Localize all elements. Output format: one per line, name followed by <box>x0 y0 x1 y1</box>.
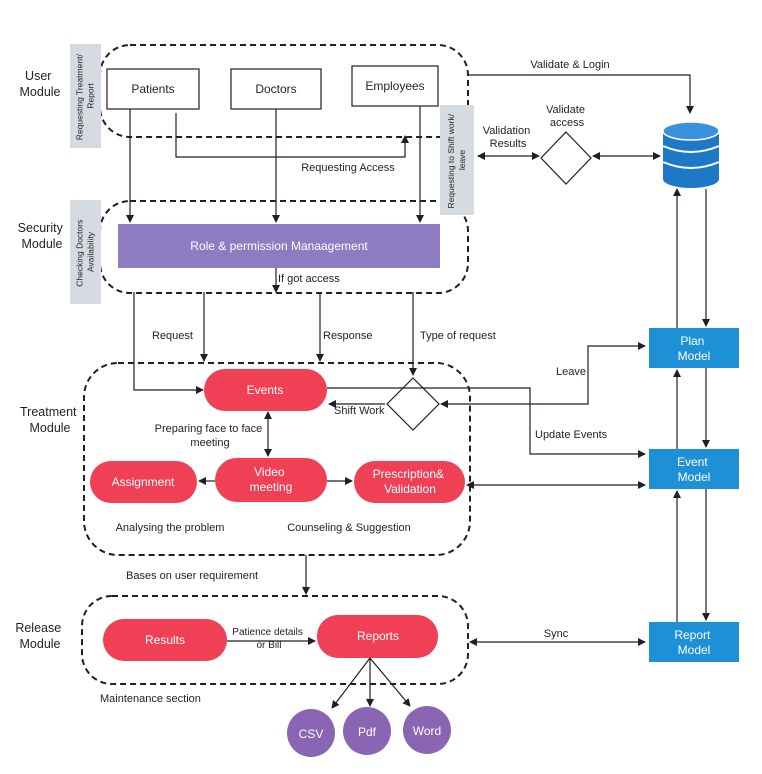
reports-to-csv-arrow <box>331 657 371 709</box>
request-label: Request <box>152 330 193 342</box>
video-meeting-label: Video meeting <box>250 465 293 494</box>
doctors-label: Doctors <box>255 82 296 96</box>
validate-access-label: Validate access <box>546 104 588 129</box>
word-output[interactable] <box>403 706 451 754</box>
type-of-request-label: Type of request <box>420 330 496 342</box>
event-model-label: Event Model <box>677 455 711 484</box>
role-permission-bar[interactable] <box>118 224 440 268</box>
prescription-node[interactable] <box>354 461 465 503</box>
treatment-module-label: Treatment Module <box>20 405 80 435</box>
user-module-label: User Module <box>20 69 61 99</box>
results-node[interactable] <box>103 619 227 661</box>
leave-arrow <box>440 342 646 408</box>
shift-work-label: Shift Work <box>334 405 385 417</box>
sync-label: Sync <box>544 628 569 640</box>
video-meeting-node[interactable] <box>215 458 327 502</box>
employees-label: Employees <box>365 79 424 93</box>
reports-to-word-arrow <box>369 657 411 707</box>
events-label: Events <box>247 383 284 397</box>
csv-label: CSV <box>299 727 324 741</box>
maintenance-label: Maintenance section <box>100 693 201 705</box>
security-module-label: Security Module <box>18 221 67 251</box>
requesting-access-line <box>175 113 409 158</box>
doctors-box[interactable] <box>230 68 322 110</box>
csv-output[interactable] <box>287 709 335 757</box>
database-icon[interactable] <box>662 121 720 188</box>
report-model-box[interactable] <box>649 622 739 662</box>
events-node[interactable] <box>204 369 327 411</box>
requesting-treatment-tab-label: Requesting Treatment/ Report <box>75 52 96 140</box>
checking-doctors-tab-label: Checking Doctors Availability <box>75 217 96 286</box>
assignment-node[interactable] <box>90 461 197 503</box>
requesting-treatment-tab <box>70 44 101 148</box>
update-events-arrow <box>327 387 646 458</box>
role-permission-label: Role & permission Manaagement <box>190 239 368 253</box>
pdf-output[interactable] <box>343 707 391 755</box>
analysing-label: Analysing the problem <box>116 522 225 534</box>
patients-box[interactable] <box>106 68 200 110</box>
counseling-label: Counseling & Suggestion <box>287 522 411 534</box>
pdf-label: Pdf <box>358 725 377 739</box>
requesting-shift-tab-label: Requesting to Shift work/ leave <box>446 112 467 209</box>
prescription-label: Prescription& Validation <box>373 467 448 496</box>
leave-label: Leave <box>556 366 586 378</box>
word-label: Word <box>413 724 441 738</box>
treatment-module-container <box>83 362 471 556</box>
validate-login-label: Validate & Login <box>530 59 609 71</box>
assignment-label: Assignment <box>112 475 175 489</box>
plan-model-label: Plan Model <box>678 334 711 363</box>
update-events-label: Update Events <box>535 429 608 441</box>
preparing-label: Preparing face to face meeting <box>155 423 266 449</box>
validate-login-arrow <box>468 74 694 114</box>
response-label: Response <box>323 330 373 342</box>
employees-box[interactable] <box>351 65 439 107</box>
report-model-label: Report Model <box>674 628 713 657</box>
security-to-events-line <box>133 292 204 394</box>
event-model-box[interactable] <box>649 449 739 489</box>
results-label: Results <box>145 633 185 647</box>
shift-work-diamond[interactable] <box>386 377 440 431</box>
requesting-access-label: Requesting Access <box>301 162 395 174</box>
reports-node[interactable] <box>317 615 438 658</box>
patients-label: Patients <box>131 82 174 96</box>
validation-results-label: Validation Results <box>483 125 534 150</box>
validate-access-diamond[interactable] <box>540 131 592 185</box>
bases-on-label: Bases on user requirement <box>126 570 258 582</box>
release-module-container <box>81 595 469 685</box>
plan-model-box[interactable] <box>649 328 739 368</box>
reports-label: Reports <box>357 629 399 643</box>
release-module-label: Release Module <box>15 621 64 651</box>
if-got-access-label: If got access <box>278 273 340 285</box>
requesting-shift-tab <box>440 105 474 215</box>
checking-doctors-tab <box>70 200 101 304</box>
patience-details-label: Patience details or Bill <box>232 627 305 651</box>
